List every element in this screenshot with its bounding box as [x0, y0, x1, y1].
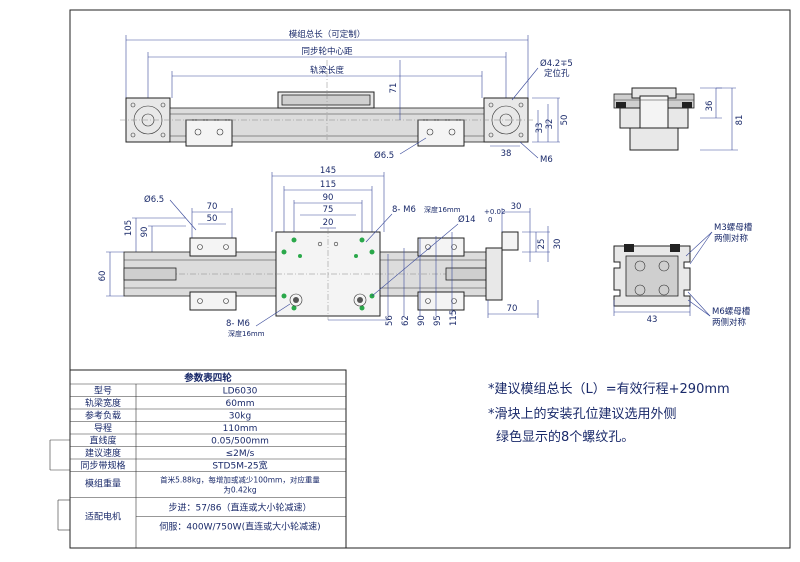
table-row-label: 导程 — [94, 423, 112, 434]
table-row-value: 30kg — [229, 412, 251, 422]
m6-sub-profile: 两侧对称 — [712, 317, 747, 328]
dim-30a: 30 — [511, 202, 522, 212]
bottom-dim-56: 56 — [385, 315, 395, 326]
weight-label: 模组重量 — [85, 478, 121, 490]
motor-label: 适配电机 — [85, 511, 121, 523]
top-view: 145 115 90 75 20 Ø6.5 70 50 105 90 60 — [98, 166, 563, 338]
d14-tol: +0.02 — [484, 208, 505, 216]
table-row-value: 110mm — [223, 424, 258, 434]
d14: Ø14 — [458, 214, 476, 225]
green-thread-holes — [281, 237, 375, 311]
motor-step: 步进：57/86（直连或大小轮减速） — [169, 502, 312, 514]
dim-33: 33 — [535, 123, 545, 134]
weight-value-1: 首米5.88kg，每增加或减少100mm，对应重量 — [160, 475, 320, 485]
m6-depth-bottom: 深度16mm — [228, 329, 265, 338]
drawing-border — [69, 9, 791, 549]
dim-60: 60 — [98, 271, 108, 282]
bottom-dim-115: 115 — [449, 310, 459, 326]
dim-rail-length: 轨梁长度 — [310, 65, 345, 76]
bottom-dim-90: 90 — [417, 315, 427, 326]
note-3: 绿色显示的8个螺纹孔。 — [496, 429, 634, 445]
dim-71: 71 — [389, 83, 399, 94]
bottom-dim-95: 95 — [433, 315, 443, 326]
dim-50: 50 — [560, 115, 570, 126]
dim-total-length: 模组总长（可定制） — [289, 29, 366, 40]
table-row-value: STD5M-25宽 — [212, 460, 267, 472]
dim-hole-label: 定位孔 — [544, 68, 570, 79]
dim-115: 115 — [320, 180, 336, 190]
m3-sub: 两侧对称 — [714, 233, 749, 244]
table-row-value: LD6030 — [223, 387, 258, 397]
bottom-dim-62: 62 — [401, 315, 411, 326]
table-row-value: 0.05/500mm — [211, 437, 269, 447]
table-row-value: 60mm — [226, 399, 255, 409]
table-row-label: 参考负载 — [85, 410, 121, 422]
weight-value-2: 为0.42kg — [223, 485, 257, 495]
dim-38: 38 — [501, 149, 512, 159]
dim-50-top: 50 — [207, 214, 218, 224]
mount-block-right — [417, 119, 465, 147]
m3-label: M3螺母槽 — [714, 222, 753, 233]
note-2: *滑块上的安装孔位建议选用外侧 — [488, 406, 677, 422]
table-title: 参数表四轮 — [183, 372, 232, 384]
dim-90: 90 — [323, 193, 334, 203]
table-row-label: 轨梁宽度 — [85, 397, 121, 409]
end-plate-right — [485, 247, 503, 301]
m6-depth-top: 深度16mm — [424, 205, 461, 214]
table-row-label: 型号 — [94, 386, 112, 397]
motor-servo: 伺服：400W/750W(直连或大小轮减速) — [159, 521, 320, 533]
dim-32: 32 — [545, 119, 555, 130]
dim-20: 20 — [323, 218, 334, 228]
dim-d65-front: Ø6.5 — [374, 150, 394, 161]
dim-m6: M6 — [540, 155, 553, 165]
m6-label-bottom: 8- M6 — [226, 319, 250, 329]
dim-d65-top: Ø6.5 — [144, 194, 164, 205]
dim-81: 81 — [735, 115, 745, 126]
dim-70: 70 — [207, 202, 218, 212]
front-view: 模组总长（可定制） 同步轮中心距 轨梁长度 — [120, 29, 573, 165]
notes: *建议模组总长（L）=有效行程+290mm *滑块上的安装孔位建议选用外侧 绿色… — [488, 382, 730, 445]
dim-pulley-center: 同步轮中心距 — [301, 46, 353, 57]
table-row-label: 直线度 — [89, 435, 116, 447]
dim-25: 25 — [537, 239, 547, 250]
dim-43: 43 — [647, 315, 658, 325]
dim-75: 75 — [323, 205, 334, 215]
dim-90v: 90 — [140, 227, 150, 238]
table-row-label: 同步带规格 — [80, 460, 125, 472]
table-row-value: ≤2M/s — [226, 449, 255, 459]
m6-label-top: 8- M6 — [392, 205, 416, 215]
note-1: *建议模组总长（L）=有效行程+290mm — [488, 382, 730, 397]
d14-tol2: 0 — [488, 216, 492, 224]
table-row-label: 建议速度 — [85, 447, 121, 459]
side-view: 36 81 — [613, 87, 745, 151]
dim-70b: 70 — [507, 304, 518, 314]
dim-30b: 30 — [553, 239, 563, 250]
dim-145: 145 — [320, 166, 336, 176]
dim-hole: Ø4.2∓5 — [540, 58, 573, 69]
table-rows: 型号 LD6030 轨梁宽度 60mm 参考负载 30kg 导程 110mm 直线度 0.05/5… — [70, 386, 346, 533]
dim-105: 105 — [124, 220, 134, 236]
m6-label-profile: M6螺母槽 — [712, 306, 751, 317]
mount-block-left — [185, 119, 233, 147]
profile-view: 43 M3螺母槽 两侧对称 M6螺母槽 两侧对称 — [613, 222, 753, 328]
dim-36: 36 — [705, 101, 715, 112]
